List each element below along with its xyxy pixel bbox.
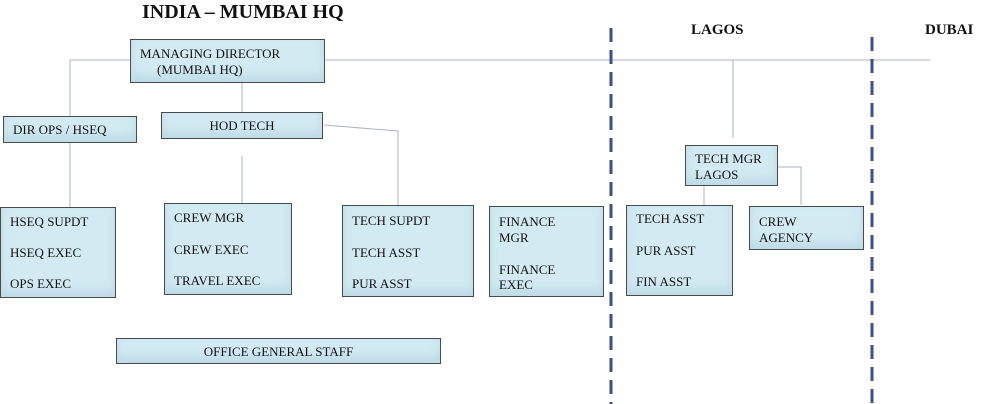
box-line: CREW EXEC: [174, 242, 249, 257]
box-line: HSEQ EXEC: [10, 245, 82, 260]
box-line: MGR: [499, 230, 529, 245]
managing-director-box: MANAGING DIRECTOR (MUMBAI HQ): [130, 39, 325, 83]
box-line: CREW MGR: [174, 210, 245, 225]
connector-lagos-mgr-to-crew-agency: [778, 166, 802, 205]
box-line: TRAVEL EXEC: [174, 273, 261, 288]
dir-ops-hseq-box: DIR OPS / HSEQ: [3, 116, 137, 143]
office-general-staff-box: OFFICE GENERAL STAFF: [116, 338, 441, 364]
connector-hod-to-tech-supdt: [323, 124, 399, 205]
box-line: AGENCY: [759, 230, 814, 245]
hod-tech-box: HOD TECH: [161, 112, 323, 139]
crew-staff-box: CREW MGR CREW EXEC TRAVEL EXEC: [164, 203, 292, 295]
box-line: DIR OPS / HSEQ: [13, 122, 107, 137]
box-line: PUR ASST: [352, 276, 412, 291]
box-line: OPS EXEC: [10, 276, 72, 291]
tech-mgr-lagos-box: TECH MGR LAGOS: [685, 145, 778, 186]
box-line: HOD TECH: [209, 118, 275, 133]
box-line: LAGOS: [695, 167, 739, 182]
lagos-staff-box: TECH ASST PUR ASST FIN ASST: [626, 205, 733, 296]
box-line: HSEQ SUPDT: [10, 214, 89, 229]
box-line: TECH SUPDT: [352, 213, 431, 228]
box-line: TECH ASST: [636, 211, 705, 226]
box-line: MANAGING DIRECTOR: [140, 46, 281, 61]
hseq-staff-box: HSEQ SUPDT HSEQ EXEC OPS EXEC: [0, 207, 116, 298]
box-line: FINANCE: [499, 214, 556, 229]
finance-staff-box: FINANCE MGR FINANCE EXEC: [489, 206, 604, 297]
box-line: PUR ASST: [636, 243, 696, 258]
box-line: OFFICE GENERAL STAFF: [203, 344, 354, 359]
box-line: FINANCE: [499, 262, 556, 277]
box-line: TECH MGR: [695, 151, 762, 166]
region-title-india: INDIA – MUMBAI HQ: [142, 1, 344, 23]
box-line: CREW: [759, 214, 797, 229]
region-title-dubai: DUBAI: [925, 22, 974, 38]
region-title-lagos: LAGOS: [691, 22, 744, 38]
box-line: TECH ASST: [352, 245, 421, 260]
box-line: EXEC: [499, 277, 533, 292]
box-line: (MUMBAI HQ): [157, 62, 243, 77]
crew-agency-box: CREW AGENCY: [749, 206, 864, 250]
tech-staff-box: TECH SUPDT TECH ASST PUR ASST: [342, 205, 474, 297]
box-line: FIN ASST: [636, 274, 692, 289]
